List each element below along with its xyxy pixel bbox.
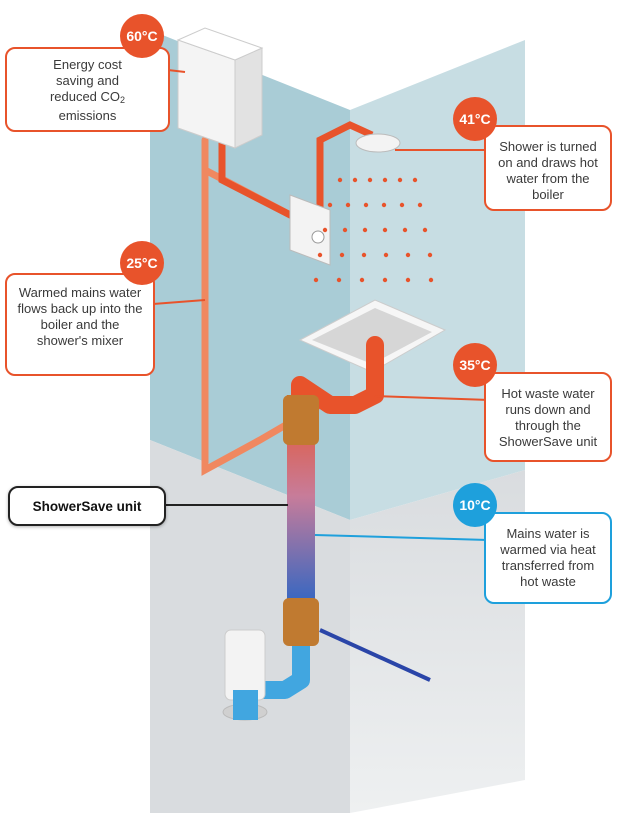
boiler-text-sub: 2 [120, 95, 126, 105]
cold-mains-inlet [319, 628, 431, 682]
boiler-text-line2: saving and [56, 73, 119, 88]
lower-wall-side [350, 470, 525, 813]
badge-shower-temp: 41°C [453, 97, 497, 141]
boiler-side [234, 47, 263, 149]
badge-boiler-temp: 60°C [120, 14, 164, 58]
boiler-text-line3: reduced CO [49, 89, 121, 104]
badge-warm-mains-temp: 25°C [120, 241, 164, 285]
mixer-knob [311, 230, 325, 244]
leader-cold [314, 534, 489, 541]
drain-trap [224, 629, 266, 701]
callout-showersave-unit: ShowerSave unit [8, 486, 166, 526]
mixer-box [289, 194, 331, 266]
waste-text: Hot waste water runs down and through th… [498, 386, 598, 449]
badge-cold-mains-temp: 10°C [453, 483, 497, 527]
waste-pipe [291, 336, 384, 414]
callout-boiler: Energy cost saving and reduced CO2 emiss… [5, 47, 170, 132]
badge-waste-temp: 35°C [453, 343, 497, 387]
showersave-top-collar [283, 395, 319, 445]
callout-shower: Shower is turned on and draws hot water … [484, 125, 612, 211]
callout-cold-mains: Mains water is warmed via heat transferr… [484, 512, 612, 604]
leader-boiler [167, 69, 186, 73]
cold-mains-text: Mains water is warmed via heat transferr… [500, 526, 596, 589]
hot-pipe-to-shower [316, 121, 374, 210]
shower-head [355, 133, 401, 153]
callout-waste: Hot waste water runs down and through th… [484, 372, 612, 462]
leader-waste [374, 395, 491, 401]
shower-text: Shower is turned on and draws hot water … [498, 139, 598, 202]
warm-mains-text: Warmed mains water flows back up into th… [17, 285, 143, 348]
boiler-text-line1: Energy cost [53, 57, 122, 72]
hot-pipe-boiler-mixer [218, 140, 302, 224]
boiler-top [176, 27, 264, 61]
boiler-text-line4: emissions [58, 108, 117, 123]
shower-tray-inner [312, 308, 432, 364]
showersave-bottom-collar [283, 598, 319, 646]
drain-water [233, 690, 258, 720]
callout-warm-mains: Warmed mains water flows back up into th… [5, 273, 155, 376]
shower-spray [313, 177, 434, 283]
